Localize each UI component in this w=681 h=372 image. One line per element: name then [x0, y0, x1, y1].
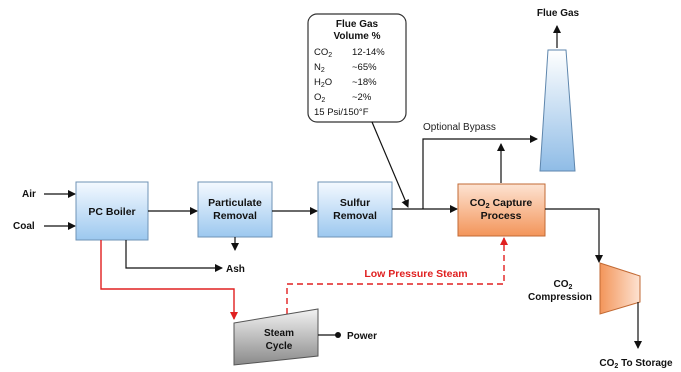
n2-row-value: ~65% [352, 62, 377, 73]
capture-label-line2: Process [481, 210, 522, 222]
particulate-label-line1: Particulate [208, 197, 262, 209]
low-pressure-steam-line [286, 237, 508, 314]
coal-input: Coal [13, 221, 76, 232]
capture-to-compression-arrow [545, 208, 603, 263]
o2-row-species: O2 [314, 92, 325, 104]
steam-cycle-turbine: Steam Cycle [233, 308, 319, 366]
pc-boiler-box: PC Boiler [75, 181, 149, 241]
air-label: Air [22, 189, 36, 200]
boiler-steam-line [100, 240, 238, 320]
low-pressure-steam-label: Low Pressure Steam [364, 268, 467, 280]
callout-pointer-arrow [371, 121, 409, 208]
power-dot-icon [335, 332, 341, 338]
steam-cycle-label-line2: Cycle [266, 341, 293, 352]
flue-gas-exit-label: Flue Gas [537, 8, 580, 19]
ash-label: Ash [226, 264, 245, 275]
h2o-row-species: H2O [314, 77, 332, 89]
bypass-arrow [422, 135, 538, 209]
compression-label-line2: Compression [528, 292, 592, 303]
turbine-icon [233, 308, 319, 366]
boiler-ash-arrow [125, 240, 223, 272]
o2-row-value: ~2% [352, 92, 372, 103]
n2-row-species: N2 [314, 62, 325, 74]
capture-label-line1: CO2 Capture [470, 197, 533, 210]
particulate-removal-box: Particulate Removal [197, 181, 273, 238]
air-input: Air [22, 189, 76, 200]
optional-bypass: Optional Bypass [422, 122, 538, 209]
stack-icon [539, 49, 576, 172]
pc-boiler-label: PC Boiler [88, 206, 135, 218]
co2-compressor: CO2 Compression [528, 262, 641, 315]
sulfur-label-line2: Removal [333, 210, 377, 222]
flue-gas-composition-callout: Flue Gas Volume % CO2 12-14% N2 ~65% H2O… [307, 13, 407, 123]
callout-title-line2: Volume % [333, 31, 380, 42]
particulate-label-line2: Removal [213, 210, 257, 222]
steam-cycle-label-line1: Steam [264, 328, 294, 339]
compression-label-line1: CO2 [554, 279, 573, 291]
h2o-row-value: ~18% [352, 77, 377, 88]
sulfur-removal-box: Sulfur Removal [317, 181, 393, 238]
power-label: Power [347, 331, 377, 342]
sulfur-label-line1: Sulfur [340, 197, 370, 209]
co2-capture-process-box: CO2 Capture Process [457, 183, 546, 237]
co2-row-species: CO2 [314, 47, 332, 59]
flue-gas-stack: Flue Gas [537, 8, 580, 172]
ash-flows: Ash [125, 237, 245, 275]
optional-bypass-label: Optional Bypass [423, 122, 496, 133]
co2-row-value: 12-14% [352, 47, 385, 58]
coal-label: Coal [13, 221, 35, 232]
co2-to-storage-label: CO2 To Storage [599, 358, 673, 370]
compressor-icon [599, 262, 641, 315]
callout-title-line1: Flue Gas [336, 19, 379, 30]
flue-gas-conditions: 15 Psi/150°F [314, 107, 369, 118]
